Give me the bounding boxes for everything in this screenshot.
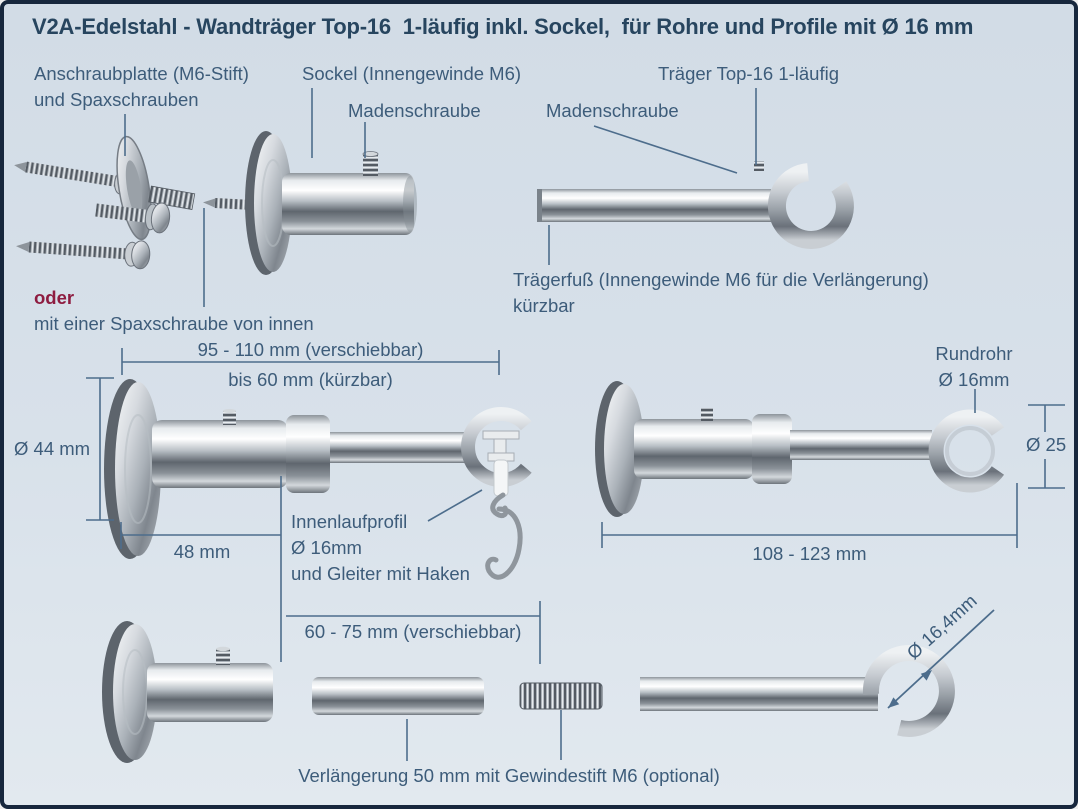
sockel-image <box>203 131 417 275</box>
diagram-illustration <box>14 88 1065 763</box>
label-oder: oder <box>34 287 75 308</box>
dim-ring-outer-diameter: Ø 25 <box>1026 434 1067 455</box>
gewindestift-image <box>519 682 603 710</box>
ring-inner-diameter-arrow <box>887 609 995 709</box>
anschraubplatte-image <box>14 135 196 270</box>
label-madenschraube-right: Madenschraube <box>546 100 679 121</box>
label-rundrohr-line1: Rundrohr <box>935 343 1013 364</box>
dim-shorten-top: bis 60 mm (kürzbar) <box>228 369 393 390</box>
label-verlaengerung: Verlängerung 50 mm mit Gewindestift M6 (… <box>298 765 720 786</box>
label-rundrohr-line2: Ø 16mm <box>938 369 1010 390</box>
label-anschraubplatte-line2: und Spaxschrauben <box>34 89 199 110</box>
dim-slide-range-bottom: 60 - 75 mm (verschiebbar) <box>304 621 522 642</box>
extension-tube-image <box>312 677 484 715</box>
dim-base-length: 48 mm <box>173 541 231 562</box>
traeger-top16-image <box>537 161 854 249</box>
wandtraeger-assembly-right-image <box>595 381 1005 517</box>
label-madenschraube-top: Madenschraube <box>348 100 481 121</box>
leader-lines <box>124 88 976 761</box>
label-innenlauf-line1: Innenlaufprofil <box>291 511 408 532</box>
gleiter-image <box>493 459 509 497</box>
label-traegerfuss-line1: Trägerfuß (Innengewinde M6 für die Verlä… <box>513 269 929 290</box>
dim-slide-range-top: 95 - 110 mm (verschiebbar) <box>197 339 424 360</box>
verlaengerung-parts-image <box>102 621 955 763</box>
label-innenlauf-line2: Ø 16mm <box>291 537 362 558</box>
label-spax-innen: mit einer Spaxschraube von innen <box>34 313 314 334</box>
dimension-lines <box>86 348 1065 664</box>
label-traegerfuss-line2: kürzbar <box>513 295 575 316</box>
hook-image <box>485 492 523 580</box>
page-title: V2A-Edelstahl - Wandträger Top-16 1-läuf… <box>32 14 974 39</box>
wandtraeger-assembly-image <box>104 379 532 580</box>
label-innenlauf-line3: und Gleiter mit Haken <box>291 563 470 584</box>
label-anschraubplatte-line1: Anschraubplatte (M6-Stift) <box>34 63 249 84</box>
dim-total-length: 108 - 123 mm <box>752 543 867 564</box>
label-traeger: Träger Top-16 1-läufig <box>658 63 839 84</box>
label-sockel: Sockel (Innengewinde M6) <box>302 63 522 84</box>
dim-plate-diameter: Ø 44 mm <box>14 438 91 459</box>
